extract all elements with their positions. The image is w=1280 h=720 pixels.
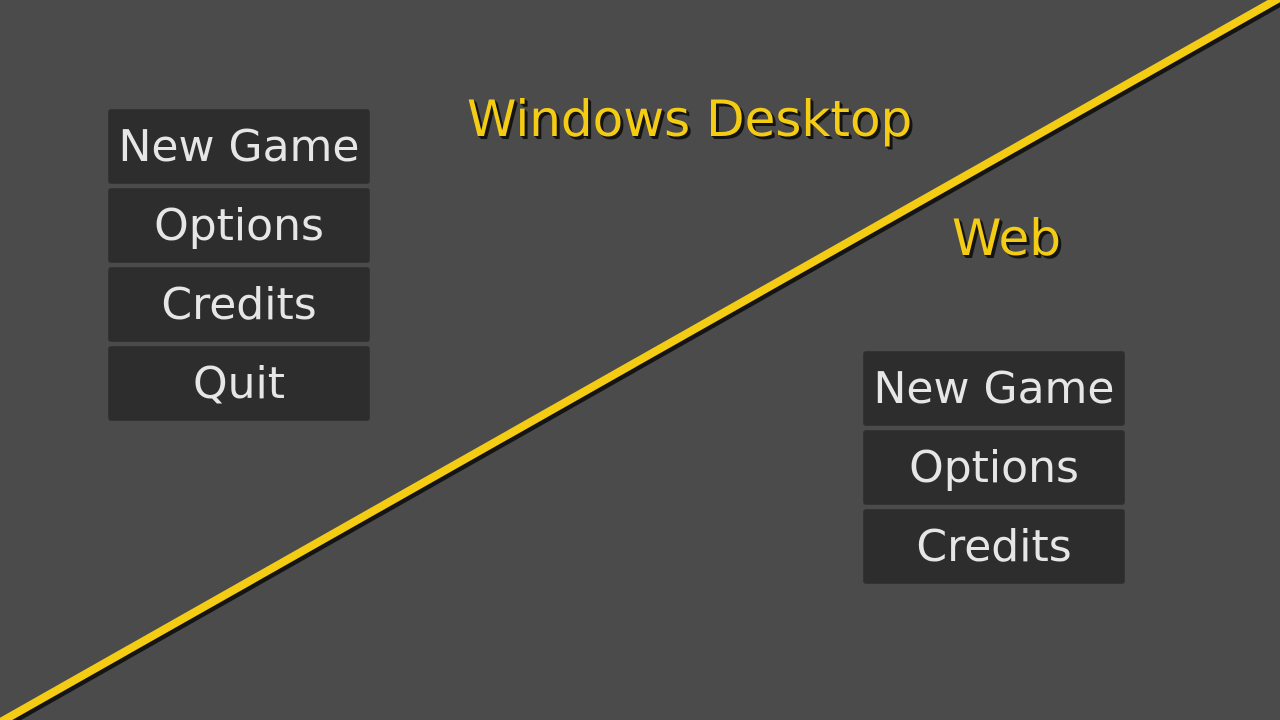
desktop-new-game-button[interactable]: New Game (108, 109, 370, 184)
web-credits-button[interactable]: Credits (863, 509, 1125, 584)
web-section-heading: Web (952, 209, 1062, 267)
desktop-quit-button[interactable]: Quit (108, 346, 370, 421)
desktop-section-heading: Windows Desktop (467, 90, 913, 148)
desktop-options-button[interactable]: Options (108, 188, 370, 263)
web-new-game-button[interactable]: New Game (863, 351, 1125, 426)
desktop-credits-button[interactable]: Credits (108, 267, 370, 342)
desktop-main-menu: New Game Options Credits Quit (108, 109, 370, 421)
web-options-button[interactable]: Options (863, 430, 1125, 505)
web-main-menu: New Game Options Credits (863, 351, 1125, 584)
